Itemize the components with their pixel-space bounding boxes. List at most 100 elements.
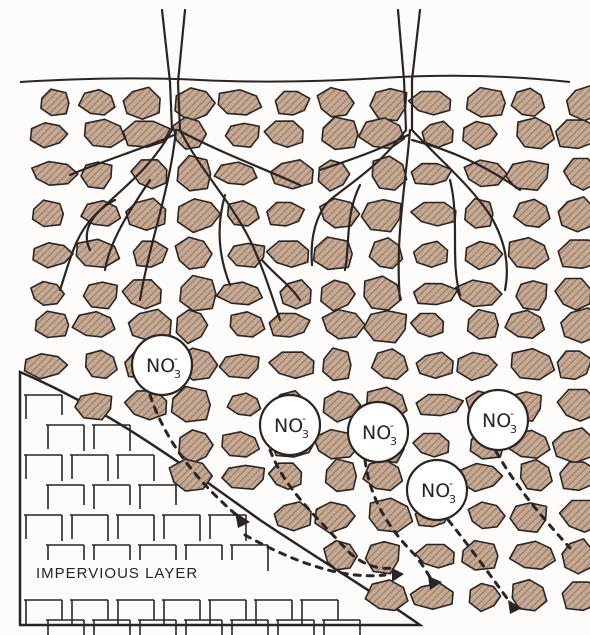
soil-particle (81, 201, 120, 226)
soil-particle (369, 498, 412, 532)
soil-particle (463, 122, 497, 150)
soil-particle (414, 284, 458, 305)
soil-particle (555, 279, 590, 311)
soil-particle (560, 462, 590, 490)
nitrate-ion-2: NO-3 (260, 395, 320, 455)
soil-particle (267, 202, 304, 226)
soil-particle (511, 88, 544, 116)
soil-particle (414, 241, 448, 267)
soil-particle (72, 312, 115, 337)
soil-particle (517, 118, 554, 149)
impervious-layer-label: IMPERVIOUS LAYER (36, 565, 198, 582)
soil-particle (411, 203, 456, 226)
ion-subscript: 3 (390, 435, 397, 448)
soil-particle (557, 351, 590, 379)
soil-particle (468, 502, 505, 528)
soil-particle (86, 350, 117, 378)
soil-particle (219, 354, 259, 378)
ion-formula: NO (362, 422, 391, 444)
soil-particle (469, 584, 500, 612)
soil-particle (361, 200, 401, 232)
soil-particle (516, 281, 547, 310)
soil-particle (416, 395, 463, 416)
soil-particle (560, 501, 590, 533)
ion-charge: - (449, 477, 453, 490)
ion-formula: NO (146, 355, 175, 377)
ion-subscript: 3 (449, 493, 456, 506)
soil-particle (561, 308, 590, 343)
soil-particle (323, 348, 351, 380)
ion-charge: - (510, 407, 514, 420)
soil-particle (553, 428, 590, 463)
soil-particle (468, 310, 499, 339)
soil-particle (178, 199, 221, 233)
soil-particle (175, 88, 215, 122)
soil-particle (32, 162, 78, 186)
ion-formula: NO (274, 415, 303, 437)
soil-particle (562, 582, 590, 610)
soil-particle (30, 123, 67, 148)
nitrate-ion-3: NO- 3 (348, 402, 408, 462)
soil-particle (275, 91, 309, 115)
soil-particle (411, 314, 444, 337)
soil-particle (264, 121, 303, 147)
soil-particle (372, 349, 408, 380)
soil-particle (85, 119, 125, 147)
soil-particle (269, 313, 310, 337)
soil-particle (556, 120, 590, 148)
ion-subscript: 3 (510, 423, 517, 436)
soil-particle (510, 541, 556, 569)
soil-particle (359, 118, 405, 148)
soil-particle (567, 86, 590, 121)
soil-particle (364, 276, 401, 310)
soil-particle (317, 88, 354, 117)
soil-particle (218, 90, 261, 115)
soil-particle (180, 276, 216, 311)
soil-particle (521, 460, 552, 491)
soil-particle (222, 465, 265, 489)
soil-particle (456, 280, 502, 306)
soil-particle (227, 393, 260, 416)
ion-subscript: 3 (174, 368, 181, 381)
soil-particle (411, 164, 452, 185)
soil-particle (558, 240, 590, 268)
soil-particle (509, 238, 549, 269)
soil-particle (123, 87, 160, 119)
soil-particle (510, 503, 547, 532)
soil-particle (457, 353, 497, 381)
soil-particle (228, 201, 259, 226)
soil-particle (322, 310, 365, 339)
soil-particle (322, 117, 358, 149)
soil-particle (564, 159, 590, 191)
soil-particle (369, 238, 402, 269)
soil-particle (370, 89, 407, 121)
soil-particle (175, 237, 212, 269)
soil-particle (465, 242, 502, 270)
soil-particle (364, 311, 407, 343)
soil-particle (25, 354, 68, 379)
soil-particle (413, 434, 449, 457)
soil-particle (269, 463, 302, 489)
nitrate-ion-1: NO-3 (132, 335, 192, 395)
soil-particle (511, 349, 554, 380)
soil-particle (84, 282, 118, 309)
soil-particle (41, 89, 69, 115)
soil-particle (217, 282, 263, 305)
soil-particle (467, 88, 506, 117)
soil-particle (79, 90, 115, 115)
nitrate-ion-5: NO-3 (407, 460, 467, 520)
nitrate-ion-4: NO- 3 (468, 390, 528, 450)
soil-particle (214, 162, 257, 185)
soil-particle (173, 117, 206, 149)
ion-charge: - (302, 412, 306, 425)
soil-particle (226, 123, 260, 147)
soil-particle (35, 311, 68, 337)
soil-particle (409, 92, 451, 115)
soil-particle (505, 310, 544, 338)
ion-charge: - (390, 419, 394, 432)
soil-particle (230, 312, 264, 337)
soil-particle (179, 430, 213, 464)
ion-formula: NO (482, 410, 511, 432)
soil-particle (557, 390, 590, 422)
